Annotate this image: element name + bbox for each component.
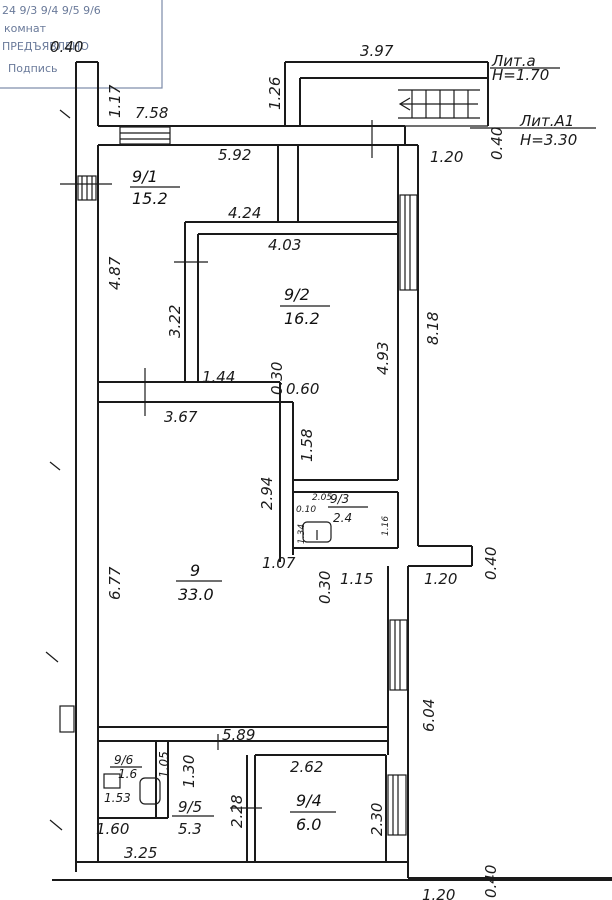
dim-1-05: 1.05 (157, 751, 171, 778)
dim-7-58: 7.58 (135, 104, 168, 122)
room-id: 9/1 (132, 167, 158, 186)
room-area: 33.0 (178, 585, 214, 604)
dim-2-62: 2.62 (290, 758, 323, 776)
dim-6-77: 6.77 (106, 566, 124, 600)
door-marks (60, 120, 373, 809)
dim-5-92: 5.92 (218, 146, 251, 164)
interior-walls (98, 145, 399, 862)
dim-1-30: 1.30 (180, 755, 198, 788)
stamp-line-2: комнат (4, 22, 47, 35)
plumbing-fixtures (103, 521, 332, 805)
room-id: 9/6 (114, 753, 134, 767)
dim-0-40-entry: 0.40 (488, 127, 506, 160)
dim-2-30: 2.30 (368, 803, 386, 836)
exterior-walls (52, 61, 612, 881)
level-name: Лит.а (491, 52, 536, 70)
level-name: Лит.А1 (519, 112, 574, 130)
room-id: 9 (190, 561, 200, 580)
dim-2-94: 2.94 (258, 477, 276, 510)
room-id: 9/4 (296, 791, 322, 810)
room-9-3: 9/3 2.4 (328, 492, 368, 525)
dim-6-04: 6.04 (420, 699, 438, 732)
room-area: 6.0 (296, 815, 321, 834)
dim-5-89: 5.89 (222, 726, 255, 744)
dim-1-44: 1.44 (202, 368, 235, 386)
room-id: 9/2 (284, 285, 310, 304)
dim-1-58: 1.58 (298, 429, 316, 462)
room-id: 9/5 (178, 798, 202, 816)
room-9-2: 9/2 16.2 (280, 285, 330, 328)
level-lit-a: Лит.а H=1.70 (490, 52, 560, 84)
dim-0-40-bottom: 0.40 (482, 865, 500, 898)
dim-0-40-mid: 0.40 (482, 547, 500, 580)
dim-1-07: 1.07 (262, 554, 296, 572)
dim-1-15: 1.15 (340, 570, 373, 588)
dim-0-30-a: 0.30 (268, 362, 286, 395)
dim-3-22: 3.22 (166, 305, 184, 338)
windows (59, 126, 418, 836)
dim-2-28: 2.28 (228, 795, 246, 828)
room-area: 1.6 (118, 767, 137, 781)
stamp-line-1: 24 9/3 9/4 9/5 9/6 (2, 4, 101, 17)
level-height: H=1.70 (492, 66, 549, 84)
room-9-4: 9/4 6.0 (290, 791, 336, 834)
stamp-line-4: Подпись (8, 62, 57, 75)
registry-stamp: 24 9/3 9/4 9/5 9/6 комнат ПРЕДЪЯВЛЕНО По… (0, 0, 163, 89)
dim-8-18: 8.18 (424, 312, 442, 345)
dim-1-34: 1.34 (297, 524, 307, 544)
dim-0-60: 0.60 (286, 380, 319, 398)
dim-1-20-mid: 1.20 (424, 570, 457, 588)
stamp-line-3: ПРЕДЪЯВЛЕНО (2, 40, 89, 53)
dim-2-05: 2.05 (312, 493, 332, 503)
room-9-5: 9/5 5.3 (172, 798, 214, 838)
room-9-6: 9/6 1.6 (110, 753, 142, 781)
dim-1-16: 1.16 (381, 516, 391, 536)
room-9-1: 9/1 15.2 (130, 167, 180, 208)
vertical-dimension-labels: 1.17 1.26 0.40 4.87 8.18 3.22 4.93 0.30 … (106, 77, 506, 898)
level-height: H=3.30 (520, 131, 577, 149)
dim-1-53: 1.53 (104, 791, 131, 805)
dim-3-25: 3.25 (124, 844, 157, 862)
level-lit-a1: Лит.А1 H=3.30 (470, 112, 596, 149)
room-area: 16.2 (284, 309, 320, 328)
room-area: 15.2 (132, 189, 168, 208)
room-id: 9/3 (330, 492, 349, 506)
dim-1-20-bottom: 1.20 (422, 886, 455, 900)
dim-4-03: 4.03 (268, 236, 301, 254)
dim-4-93: 4.93 (374, 342, 392, 375)
dim-0-10: 0.10 (296, 505, 316, 515)
dim-4-24: 4.24 (228, 204, 261, 222)
room-9: 9 33.0 (176, 561, 222, 604)
dimension-labels: 0.40 3.97 7.58 5.92 1.20 4.24 4.03 1.44 … (50, 38, 463, 900)
dim-1-60: 1.60 (96, 820, 129, 838)
stair-icon (398, 89, 480, 119)
dim-4-87: 4.87 (106, 256, 124, 290)
dim-3-97: 3.97 (360, 42, 394, 60)
room-area: 5.3 (178, 820, 202, 838)
dim-0-40-top: 0.40 (50, 38, 83, 56)
dim-1-26: 1.26 (266, 77, 284, 110)
wall-marks (45, 109, 71, 831)
dim-1-20-top: 1.20 (430, 148, 463, 166)
dim-3-67: 3.67 (164, 408, 198, 426)
dim-1-17: 1.17 (106, 84, 124, 118)
dim-0-30-b: 0.30 (316, 571, 334, 604)
room-area: 2.4 (333, 511, 352, 525)
